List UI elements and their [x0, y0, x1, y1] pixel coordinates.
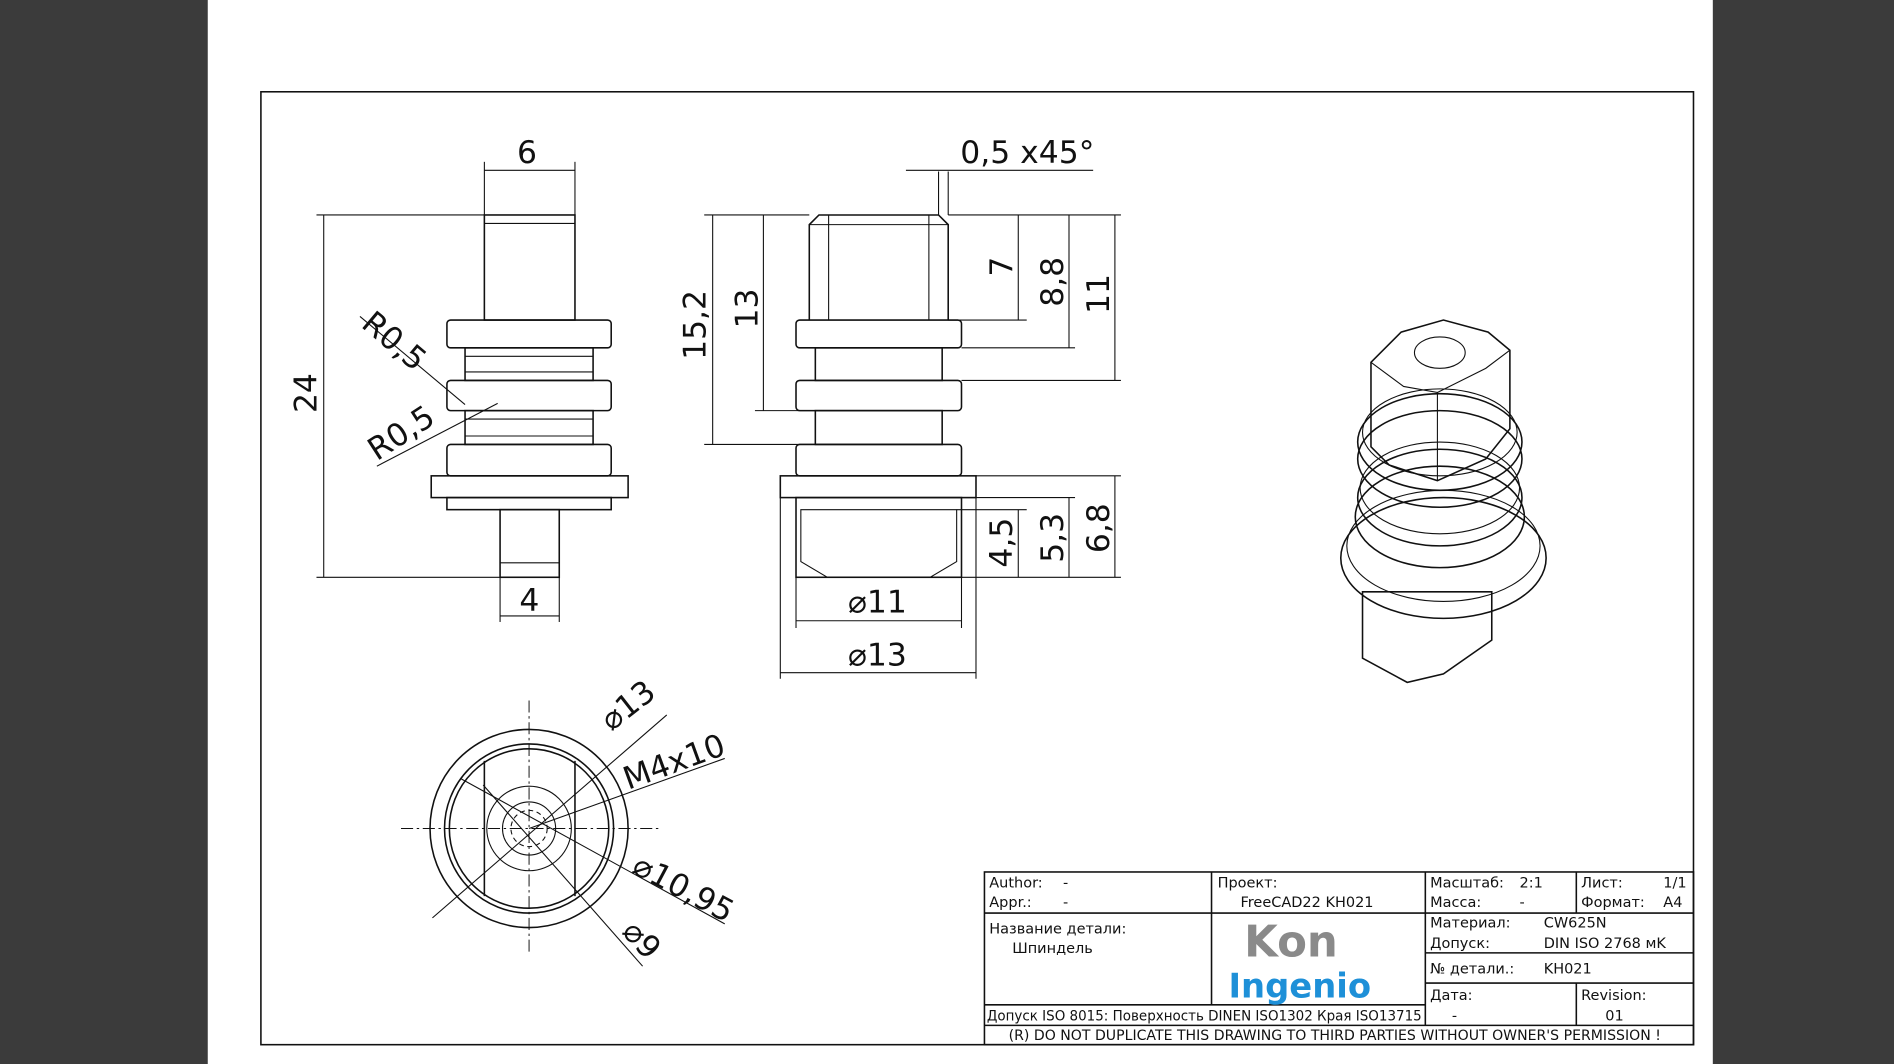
format-label: Формат:	[1581, 895, 1645, 911]
project-value: FreeCAD22 KH021	[1241, 895, 1374, 911]
dim-side-8-8: 8,8	[1035, 257, 1071, 307]
dim-side-13: 13	[729, 289, 765, 329]
standards-note: Допуск ISO 8015: Поверхность DINEN ISO13…	[987, 1009, 1422, 1025]
date-label: Дата:	[1430, 988, 1472, 1004]
author-value: -	[1063, 876, 1068, 892]
part-name-label: Название детали:	[989, 922, 1126, 938]
title-block: Author: - Appr.: - Проект: FreeCAD22 KH0…	[983, 871, 1695, 1046]
part-no-label: № детали.:	[1430, 961, 1514, 977]
tolerance-value: DIN ISO 2768 мK	[1544, 936, 1667, 952]
revision-label: Revision:	[1581, 988, 1646, 1004]
part-no-value: KH021	[1544, 961, 1592, 977]
mass-value: -	[1520, 895, 1525, 911]
author-label: Author:	[989, 876, 1042, 892]
scale-label: Масштаб:	[1430, 876, 1504, 892]
dim-side-4-5: 4,5	[984, 518, 1020, 568]
company-logo: Kon Ingenio	[1228, 918, 1371, 1006]
dim-front-pin: 4	[519, 583, 539, 619]
dim-front-width: 6	[517, 135, 537, 171]
isometric-view	[1339, 319, 1547, 684]
dim-side-6-8: 6,8	[1081, 503, 1117, 553]
material-label: Материал:	[1430, 916, 1510, 932]
project-label: Проект:	[1218, 876, 1278, 892]
dim-side-5-3: 5,3	[1035, 513, 1071, 563]
material-value: CW625N	[1544, 916, 1607, 932]
format-value: A4	[1663, 895, 1682, 911]
dim-front-height: 24	[288, 373, 324, 413]
date-value: -	[1452, 1009, 1457, 1025]
sheet-value: 1/1	[1663, 876, 1686, 892]
tolerance-label: Допуск:	[1430, 936, 1490, 952]
sheet-label: Лист:	[1581, 876, 1623, 892]
appr-value: -	[1063, 895, 1068, 911]
dim-side-15-2: 15,2	[677, 290, 713, 360]
revision-value: 01	[1605, 1009, 1623, 1025]
part-name-value: Шпиндель	[1012, 941, 1093, 957]
mass-label: Масса:	[1430, 895, 1481, 911]
dim-chamfer: 0,5 x45°	[960, 135, 1094, 171]
drawing-frame	[260, 91, 1695, 1046]
logo-top-text: Kon	[1244, 918, 1338, 968]
logo-bottom-text: Ingenio	[1228, 967, 1371, 1006]
appr-label: Appr.:	[989, 895, 1031, 911]
dim-side-d13: ⌀13	[848, 637, 907, 673]
dim-side-11: 11	[1081, 274, 1117, 314]
dim-side-7: 7	[984, 257, 1020, 277]
scale-value: 2:1	[1520, 876, 1543, 892]
dim-side-d11: ⌀11	[848, 584, 907, 620]
side-view: 0,5 x45° 15,2 13 7 8,8 11 4,5 5,3 6,8 ⌀1…	[677, 135, 1121, 679]
copyright-note: (R) DO NOT DUPLICATE THIS DRAWING TO THI…	[1009, 1028, 1661, 1044]
